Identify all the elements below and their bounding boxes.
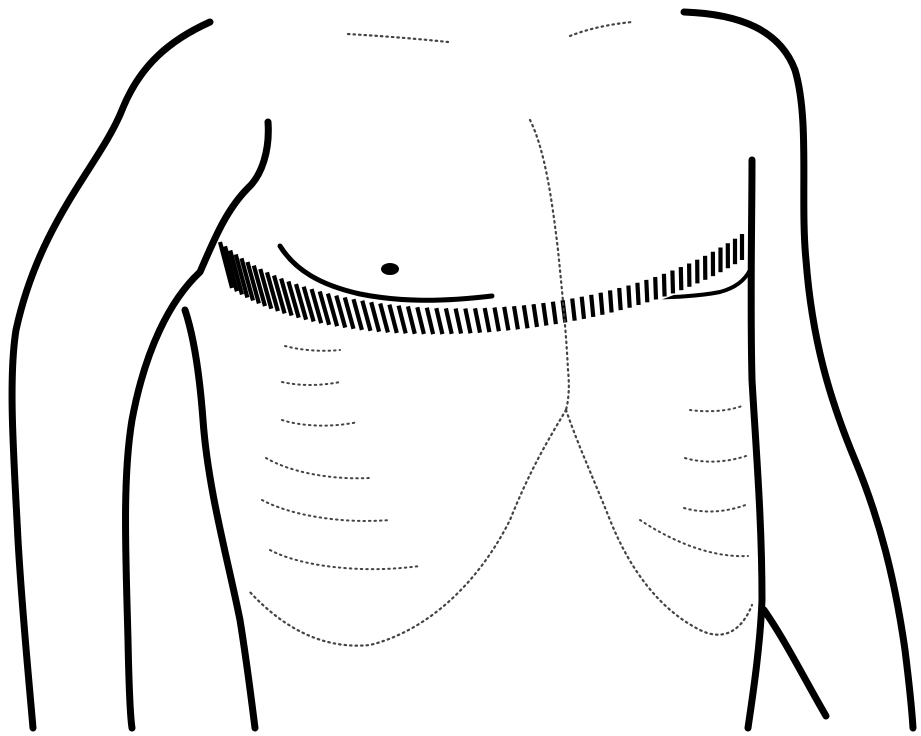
tape-stripe <box>672 271 673 294</box>
left-rib-dots-6 <box>270 550 420 569</box>
tape-stripe <box>572 299 575 321</box>
nipple-marker <box>381 263 399 275</box>
right-torso-side-line <box>748 160 762 728</box>
right-rib-dots-3 <box>684 504 748 511</box>
tape-stripe <box>591 295 593 317</box>
left-torso-side-line <box>185 310 255 728</box>
tape-stripe <box>610 290 612 312</box>
left-rib-dots-5 <box>262 500 390 521</box>
right-rib-dots-1 <box>690 406 742 411</box>
torso-sides <box>126 122 827 728</box>
tape-stripe <box>601 293 603 315</box>
right-rib-dots-2 <box>685 456 746 462</box>
tape-stripe <box>582 297 584 319</box>
right-rib-dots-4 <box>640 520 748 556</box>
sternum-dots <box>530 120 569 410</box>
collarbone-dots-left <box>348 34 448 42</box>
left-rib-dots-2 <box>282 382 340 385</box>
tape-stripe <box>619 288 621 310</box>
left-rib-dots-3 <box>282 420 358 426</box>
dotted-anatomy-lines <box>248 22 752 646</box>
left-shoulder-arm-outline <box>12 22 210 728</box>
left-breast-underline-dots <box>248 410 566 646</box>
right-shoulder-arm-outline <box>684 12 913 728</box>
left-rib-dots-4 <box>266 458 370 478</box>
right-breast-underline-dots <box>566 410 752 635</box>
measuring-tape <box>220 232 742 336</box>
tape-stripe <box>655 277 656 300</box>
left-rib-dots-1 <box>285 346 340 351</box>
tape-stripe <box>681 267 682 290</box>
tape-stripe <box>646 280 647 302</box>
tape-stripe <box>628 286 629 308</box>
tape-stripe <box>553 302 556 324</box>
left-inner-arm-line <box>126 122 269 728</box>
collarbone-dots-right <box>570 22 632 36</box>
right-inner-arm-line <box>764 610 826 716</box>
tape-stripe <box>664 274 665 297</box>
tape-stripe <box>637 283 638 305</box>
